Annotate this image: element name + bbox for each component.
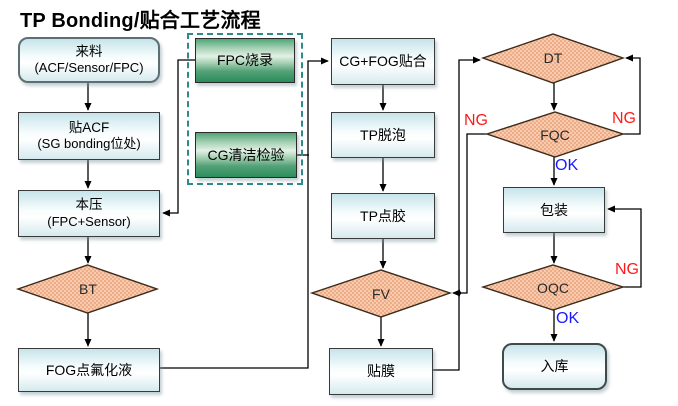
node-cg-fog-laminate: CG+FOG贴合 [331,38,435,85]
fqc-ng-left-label: NG [464,112,488,129]
oqc-ok-label: OK [556,310,580,327]
node-main-press: 本压 (FPC+Sensor) [18,190,160,237]
diamond-dt [480,33,626,84]
edge-film-to-dt [433,56,481,371]
diamond-bt-label: BT [79,281,97,297]
node-label: TP脱泡 [360,126,406,143]
node-sublabel: (FPC+Sensor) [47,213,131,229]
node-label: TP点胶 [360,207,406,224]
node-fog-fluoride: FOG点氟化液 [18,348,160,392]
node-label: 贴ACF [68,119,110,135]
diamond-fqc-label: FQC [540,127,570,143]
junction-dot [456,290,462,296]
node-sublabel: (SG bonding位处) [37,136,141,152]
node-incoming-material: 来料 (ACF/Sensor/FPC) [18,37,160,83]
node-cg-clean-inspect: CG清洁检验 [195,132,297,178]
node-attach-acf: 贴ACF (SG bonding位处) [18,112,160,160]
pre-process-group [187,33,303,185]
node-sublabel: (ACF/Sensor/FPC) [34,60,144,76]
node-tp-dispense: TP点胶 [331,193,435,239]
edge-fqc-ng-to-fv [452,133,487,297]
node-label: CG+FOG贴合 [339,53,427,70]
diamond-oqc-label: OQC [537,280,569,296]
edge-fpcburn-to-main-press [162,59,195,217]
node-label: 入库 [540,358,569,375]
diamond-dt-label: DT [543,50,563,66]
node-packing: 包装 [503,187,605,233]
diamond-bt [15,264,160,314]
node-label: 包装 [540,201,568,218]
diamond-fqc [484,111,626,158]
edge-oqc-ng-to-packing [607,205,642,288]
node-label: CG清洁检验 [207,146,285,163]
node-label: FOG点氟化液 [45,361,133,378]
node-tp-defoam: TP脱泡 [331,112,435,158]
node-warehouse: 入库 [502,343,607,390]
oqc-ng-label: NG [615,261,639,278]
node-label: 贴膜 [367,363,395,380]
diamond-fv-label: FV [372,286,390,302]
edge-fqc-ng-to-dt [623,54,641,135]
diamond-oqc [480,264,626,311]
edge-fog-to-cgfog [160,57,329,369]
fqc-ok-label: OK [555,157,579,174]
node-film-laminate: 贴膜 [329,348,433,395]
diamond-fv [309,269,453,318]
node-label: 本压 [75,197,103,213]
node-label: FPC烧录 [217,52,273,69]
node-label: 来料 [75,43,103,59]
page-title: TP Bonding/贴合工艺流程 [20,10,261,32]
node-fpc-burn: FPC烧录 [195,38,295,83]
fqc-ng-right-label: NG [612,110,636,127]
